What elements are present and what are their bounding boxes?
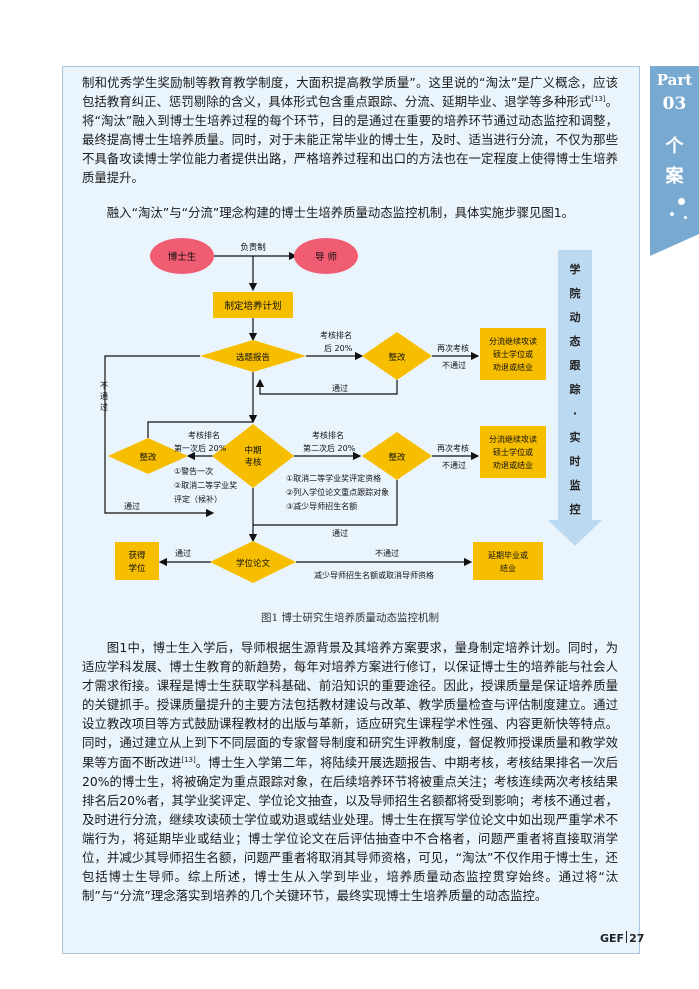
page-footer: GEF 27 — [600, 931, 644, 945]
node-divert-1-line-3: 劝退或结业 — [493, 362, 533, 372]
monitor-char: 控 — [570, 502, 581, 516]
decor-dot — [678, 198, 685, 205]
label-rank-a-2: 后 20% — [324, 343, 353, 353]
label-rank-c-2: 第二次后 20% — [303, 443, 356, 453]
node-degree-line-1: 获得 — [128, 550, 146, 561]
label-pass-d: 通过 — [175, 548, 191, 558]
label-rank-b-1: 考核排名 — [188, 430, 220, 440]
reference-mark: [13] — [181, 755, 196, 764]
monitor-char: 学 — [570, 262, 581, 276]
part-title-char-1: 个 — [665, 136, 684, 157]
node-rectify-2: 整改 — [139, 452, 157, 463]
plan-box — [213, 292, 293, 318]
label-fail-left-2: 通 — [100, 391, 108, 401]
node-advisor: 导 师 — [315, 251, 337, 263]
label-recheck-a-2: 不通过 — [442, 360, 466, 370]
node-rectify-1: 整改 — [388, 352, 406, 363]
node-degree-line-2: 学位 — [128, 563, 146, 574]
node-delay-line-2: 结业 — [500, 563, 516, 573]
delay-box — [473, 542, 543, 580]
label-responsibility: 负责制 — [240, 242, 266, 253]
node-plan: 制定培养计划 — [224, 300, 281, 312]
flowchart-figure: 博士生 导 师 负责制 制定培养计划 选题报告 整改 分流继续攻读 硕士学位或 … — [100, 238, 602, 583]
figure-caption: 图1 博士研究生培养质量动态监控机制 — [260, 612, 440, 624]
monitor-char: 动 — [570, 310, 581, 324]
journal-name: GEF — [600, 932, 625, 945]
node-midterm-line-1: 中期 — [244, 445, 261, 456]
thesis-diamond — [210, 541, 296, 583]
label-fail-left-3: 过 — [100, 402, 108, 412]
part-side-tab: Part 03 个 案 — [650, 66, 699, 256]
label-pass-c: 通过 — [332, 528, 348, 538]
node-thesis: 学位论文 — [236, 558, 271, 569]
divert-box-2 — [480, 426, 546, 478]
monitor-char: 实 — [570, 430, 581, 444]
paragraph-2: 融入“淘汰”与“分流”理念构建的博士生培养质量动态监控机制，具体实施步骤见图1。 — [106, 205, 575, 220]
node-delay-line-1: 延期毕业或 — [488, 550, 528, 560]
label-measure-3: ③减少导师招生名额 — [286, 501, 357, 511]
arrow — [253, 480, 398, 526]
proposal-diamond — [200, 340, 306, 372]
node-student: 博士生 — [168, 251, 197, 263]
degree-box — [115, 542, 159, 580]
label-pass-b: 通过 — [124, 501, 140, 511]
midterm-diamond — [212, 424, 294, 488]
decor-dot — [684, 216, 687, 219]
label-warn-3: 评定（候补） — [174, 494, 222, 504]
rectify-diamond-1 — [362, 332, 432, 380]
monitor-char: 态 — [570, 334, 581, 348]
page-number: 27 — [629, 932, 645, 945]
divert-box-1 — [480, 328, 546, 380]
monitor-char: · — [573, 407, 577, 420]
monitor-arrow — [548, 250, 602, 546]
monitor-char: 跟 — [570, 359, 582, 372]
footer-divider — [626, 931, 628, 943]
node-divert-2-line-3: 劝退或结业 — [493, 460, 533, 470]
student-ellipse — [150, 238, 214, 274]
node-proposal: 选题报告 — [236, 352, 270, 363]
decor-dot — [670, 212, 674, 216]
arrow — [104, 355, 215, 518]
part-label: Part — [656, 71, 693, 89]
label-recheck-a-1: 再次考核 — [437, 343, 469, 353]
monitor-char: 院 — [570, 286, 581, 300]
rectify-diamond-2 — [108, 438, 188, 474]
node-divert-2-line-2: 硕士学位或 — [493, 447, 533, 457]
monitor-char: 监 — [570, 478, 581, 492]
reference-mark: [13] — [591, 94, 606, 103]
label-pass-a: 通过 — [332, 383, 348, 393]
label-recheck-b-1: 再次考核 — [437, 443, 469, 453]
label-reduce-quota: 减少导师招生名额或取消导师资格 — [314, 570, 434, 580]
part-title-char-2: 案 — [665, 166, 684, 187]
node-rectify-3: 整改 — [388, 452, 406, 463]
paragraph-3: 图1中，博士生入学后，导师根据生源背景及其培养方案要求，量身制定培养计划。同时，… — [82, 640, 619, 904]
monitor-char: 时 — [570, 454, 581, 468]
label-warn-1: ①警告一次 — [174, 466, 213, 476]
advisor-ellipse — [294, 238, 358, 274]
label-rank-b-2: 第一次后 20% — [174, 443, 227, 453]
arrow — [255, 378, 398, 395]
label-rank-a-1: 考核排名 — [320, 330, 352, 340]
node-divert-1-line-1: 分流继续攻读 — [489, 336, 537, 346]
node-divert-2-line-1: 分流继续攻读 — [489, 434, 537, 444]
node-divert-1-line-2: 硕士学位或 — [493, 349, 533, 359]
rectify-diamond-3 — [362, 432, 432, 480]
arrow — [147, 421, 253, 438]
label-rank-c-1: 考核排名 — [312, 430, 344, 440]
label-warn-2: ②取消二等学业奖 — [174, 480, 237, 490]
label-recheck-b-2: 不通过 — [442, 460, 466, 470]
part-number: 03 — [662, 94, 687, 114]
node-midterm-line-2: 考核 — [244, 457, 262, 468]
label-measure-2: ②列入学位论文重点跟踪对象 — [286, 487, 389, 497]
paragraph-1: 制和优秀学生奖励制等教育教学制度，大面积提高教学质量”。这里说的“淘汰”是广义概… — [82, 75, 619, 186]
label-fail-d: 不通过 — [375, 548, 399, 558]
content-frame — [62, 66, 640, 954]
label-fail-left-1: 不 — [100, 381, 108, 390]
monitor-char: 踪 — [570, 382, 581, 396]
label-measure-1: ①取消二等学业奖评定资格 — [286, 473, 381, 483]
